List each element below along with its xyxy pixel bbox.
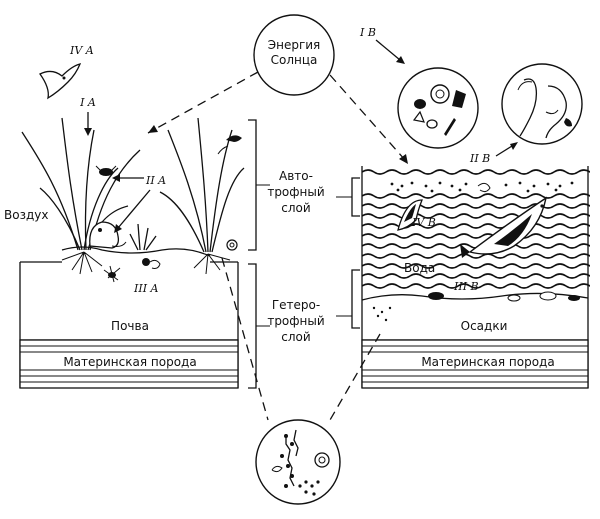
marker-IB: I B	[359, 26, 376, 39]
marker-IA: I A	[79, 96, 96, 109]
sprout	[129, 223, 157, 266]
left-bracket	[248, 119, 270, 389]
sun-label-line2: Солнца	[271, 53, 318, 67]
grass-plant-left	[21, 117, 141, 275]
autotrophic-label-line1: Авто-	[279, 169, 313, 183]
bedrock-right: Материнская порода	[361, 339, 589, 389]
arrows-right	[375, 39, 518, 157]
autotrophic-label-line2: трофный	[267, 185, 324, 199]
marker-IIA: II A	[145, 174, 166, 187]
autotrophic-label-line3: слой	[281, 201, 310, 215]
marker-IIIA: III A	[133, 282, 159, 295]
marker-IIIB: III B	[453, 280, 479, 293]
arrows-left	[84, 112, 151, 233]
flying-bird	[39, 63, 82, 100]
sun-circle: Энергия Солнца	[253, 14, 335, 96]
right-bracket	[336, 177, 360, 329]
soil-organisms	[103, 259, 161, 283]
insect	[95, 165, 117, 176]
phytoplankton-circle	[397, 67, 479, 149]
heterotrophic-label-line3: слой	[281, 330, 310, 344]
zooplankton-circle	[501, 63, 583, 145]
fish-small	[397, 199, 423, 231]
heterotrophic-label-line1: Гетеро-	[272, 298, 320, 312]
marker-IVB: IV B	[411, 216, 436, 229]
water-label: Вода	[404, 261, 435, 275]
plankton-dots	[390, 181, 574, 193]
soil-label: Почва	[111, 319, 149, 333]
bedrock-left-label: Материнская порода	[63, 355, 196, 369]
bedrock-left: Материнская порода	[19, 339, 239, 389]
sun-energy-arrows	[147, 71, 408, 164]
sediments-label: Осадки	[461, 319, 508, 333]
marker-IIB: II B	[469, 152, 490, 165]
fish-large	[460, 196, 548, 258]
marker-IVA: IV A	[69, 44, 94, 57]
air-label: Воздух	[4, 208, 48, 222]
snail	[226, 239, 238, 251]
sediment-surface	[361, 291, 589, 322]
sun-label-line1: Энергия	[268, 38, 321, 52]
heterotrophic-label-line2: трофный	[267, 314, 324, 328]
grass-plant-right	[159, 117, 245, 275]
decomposers-circle	[221, 257, 381, 505]
layer-labels: Авто- трофный слой Гетеро- трофный слой	[267, 169, 324, 344]
rodent	[89, 221, 127, 249]
bedrock-right-label: Материнская порода	[421, 355, 554, 369]
